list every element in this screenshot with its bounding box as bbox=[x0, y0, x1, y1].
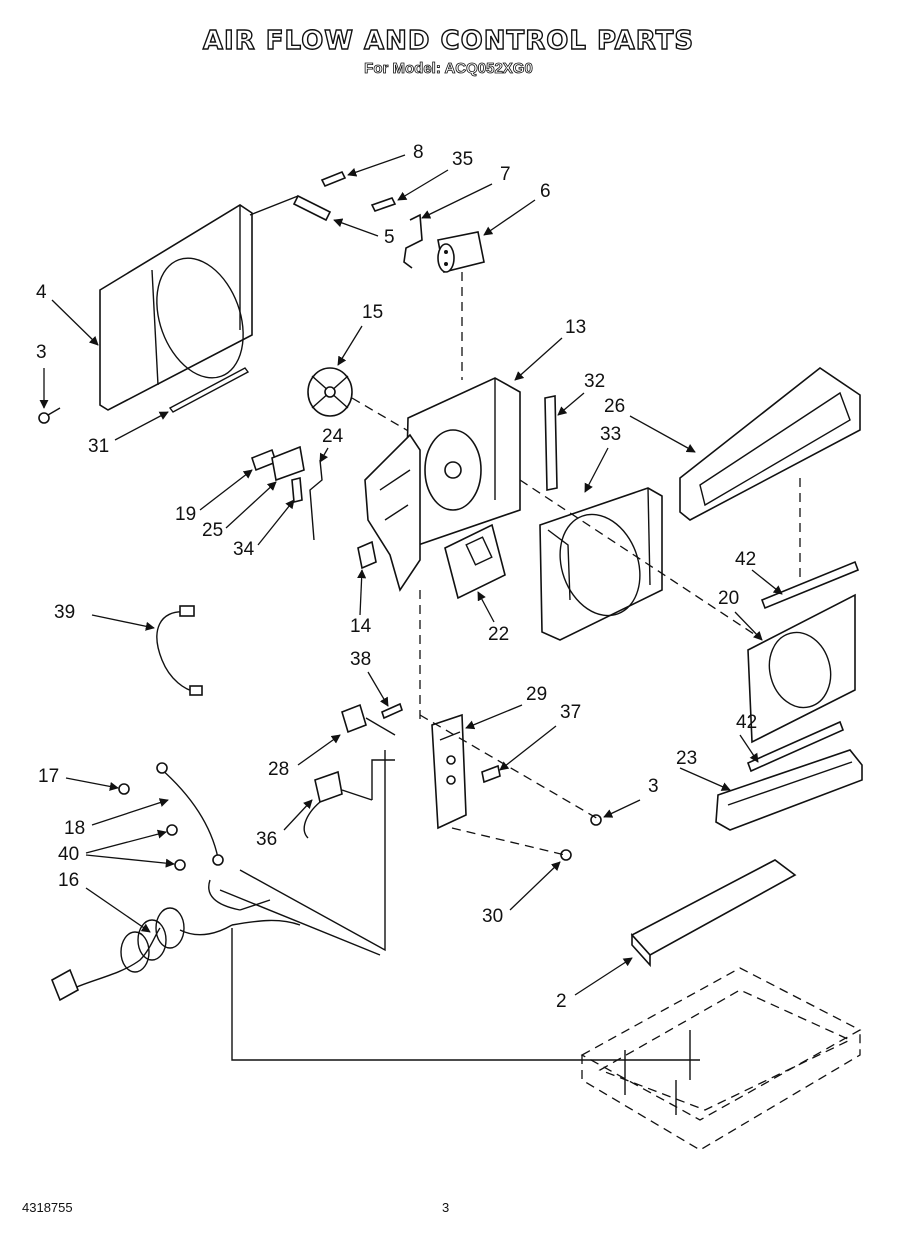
callout-label: 35 bbox=[452, 149, 473, 170]
callout-label: 37 bbox=[560, 702, 581, 723]
model-subtitle: For Model: ACQ052XG0 bbox=[364, 60, 533, 78]
callout-label: 40 bbox=[58, 844, 79, 865]
callout-label: 23 bbox=[676, 748, 697, 769]
callout-label: 36 bbox=[256, 829, 277, 850]
callout-label: 26 bbox=[604, 396, 625, 417]
callout-label: 18 bbox=[64, 818, 85, 839]
control-board-part-22 bbox=[444, 523, 506, 600]
callout-label: 29 bbox=[526, 684, 547, 705]
screw-part-40-bottom bbox=[174, 859, 186, 871]
callout-label: 31 bbox=[88, 436, 109, 457]
seal-part-42-bottom bbox=[746, 720, 845, 773]
switch-part-28 bbox=[341, 703, 396, 736]
bracket-part-5 bbox=[292, 194, 332, 222]
callout-label: 19 bbox=[175, 504, 196, 525]
duct-part-26 bbox=[679, 367, 861, 521]
seal-part-32 bbox=[544, 395, 558, 491]
callout-label: 8 bbox=[413, 142, 424, 163]
ground-wire-part-18 bbox=[159, 767, 219, 859]
bulkhead-part-13 bbox=[364, 377, 521, 592]
callout-label: 32 bbox=[584, 371, 605, 392]
callout-label: 42 bbox=[736, 712, 757, 733]
fan-blade-part-15 bbox=[307, 367, 353, 417]
wire-harness-part-39 bbox=[156, 605, 203, 696]
power-cord-part-16 bbox=[50, 879, 301, 1002]
callout-label: 25 bbox=[202, 520, 223, 541]
screw-part-35 bbox=[370, 197, 397, 212]
bracket-part-25 bbox=[271, 445, 305, 482]
callout-label: 39 bbox=[54, 602, 75, 623]
callout-label: 2 bbox=[556, 991, 567, 1012]
screw-part-8 bbox=[320, 170, 347, 188]
page-number: 3 bbox=[442, 1200, 450, 1215]
capacitor-part-6 bbox=[437, 231, 485, 273]
switch-part-14 bbox=[357, 540, 377, 570]
callout-label: 42 bbox=[735, 549, 756, 570]
callouts: 8 35 7 6 5 4 3 31 15 13 32 26 33 24 19 2… bbox=[36, 142, 783, 1012]
wire-part-24 bbox=[309, 459, 323, 541]
seal-part-42-top bbox=[760, 560, 860, 610]
callout-label: 5 bbox=[384, 227, 395, 248]
document-number: 4318755 bbox=[22, 1200, 73, 1215]
screw-part-17 bbox=[118, 783, 130, 795]
callout-label: 34 bbox=[233, 539, 255, 560]
callout-label: 7 bbox=[500, 164, 511, 185]
screw-part-40-top bbox=[166, 824, 178, 836]
part-37 bbox=[481, 764, 501, 784]
part-38 bbox=[381, 702, 403, 720]
screw-part-3-left bbox=[38, 407, 61, 424]
callout-label: 30 bbox=[482, 906, 503, 927]
strip-part-31 bbox=[168, 367, 250, 413]
scroll-housing-part-33 bbox=[539, 487, 663, 641]
orifice-panel-part-20 bbox=[747, 593, 856, 744]
clip-part-7 bbox=[403, 213, 423, 269]
callout-label: 38 bbox=[350, 649, 371, 670]
drain-pan-part-23 bbox=[715, 749, 863, 831]
page-title: AIR FLOW AND CONTROL PARTS bbox=[202, 25, 695, 56]
callout-label: 28 bbox=[268, 759, 289, 780]
callout-label: 3 bbox=[648, 776, 659, 797]
front-panel-part-4 bbox=[99, 204, 253, 411]
callout-label: 3 bbox=[36, 342, 47, 363]
callout-label: 16 bbox=[58, 870, 79, 891]
control-bracket-part-29 bbox=[431, 713, 467, 830]
callout-label: 6 bbox=[540, 181, 551, 202]
callout-label: 20 bbox=[718, 588, 739, 609]
base-pan-outline bbox=[580, 967, 862, 1151]
screw-part-3-right bbox=[590, 814, 602, 826]
screw-part-30 bbox=[560, 849, 572, 861]
callout-label: 33 bbox=[600, 424, 621, 445]
thermostat-part-36 bbox=[303, 770, 373, 839]
callout-label: 15 bbox=[362, 302, 383, 323]
callout-label: 13 bbox=[565, 317, 586, 338]
callout-label: 17 bbox=[38, 766, 59, 787]
callout-label: 24 bbox=[322, 426, 344, 447]
part-34 bbox=[291, 476, 303, 504]
callout-label: 14 bbox=[350, 616, 372, 637]
foam-block-part-2 bbox=[630, 859, 797, 968]
callout-label: 4 bbox=[36, 282, 47, 303]
callout-label: 22 bbox=[488, 624, 509, 645]
